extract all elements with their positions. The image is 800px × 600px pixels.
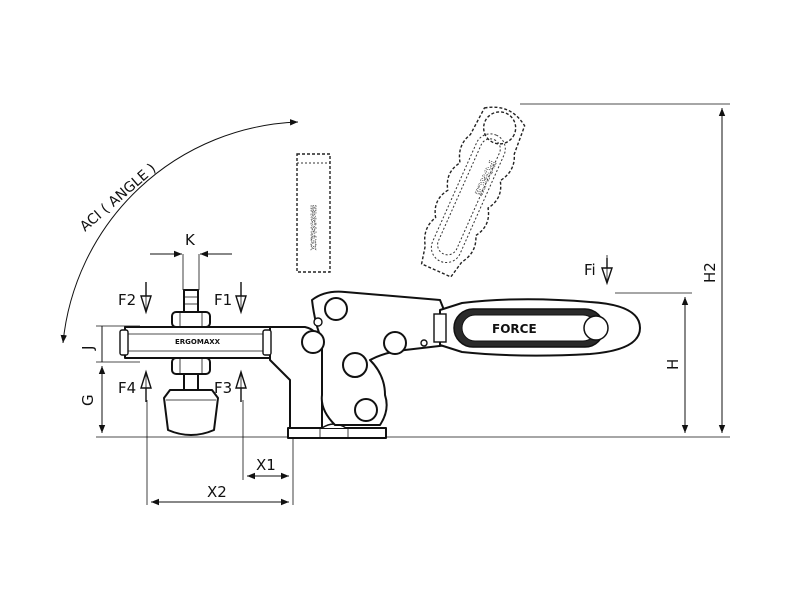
handle-collar — [433, 313, 447, 343]
arm-brand-text: ERGOMAXX — [175, 338, 221, 346]
force-arrows — [140, 255, 613, 402]
handle-end-cap — [583, 315, 609, 341]
angle-label: ACI ( ANGLE ) — [77, 161, 159, 235]
open-position-ghost: ERGOMAXX FORCE — [296, 106, 526, 278]
x1-label: X1 — [256, 456, 276, 474]
pivot-hole-3 — [342, 352, 368, 378]
x2-label: X2 — [207, 483, 227, 501]
ghost-handle: FORCE — [420, 106, 526, 278]
small-pin-2 — [313, 317, 323, 327]
g-label: G — [79, 394, 97, 406]
f3-label: F3 — [214, 379, 232, 397]
small-pin — [420, 339, 428, 347]
f1-label: F1 — [214, 291, 232, 309]
base-plate — [287, 427, 387, 439]
main-housing — [311, 290, 449, 426]
spindle-top — [183, 289, 199, 315]
spindle-top-nut — [171, 311, 211, 328]
pivot-hole-4 — [383, 331, 407, 355]
spindle-pad — [163, 389, 219, 436]
clamp-body: ERGOMAXX FORCE — [119, 289, 641, 439]
dimension-lines — [60, 103, 730, 506]
ghost-arm-text: ERGOMAXX — [309, 205, 317, 251]
pivot-hole-2 — [324, 297, 348, 321]
handle-brand-text: FORCE — [492, 322, 537, 336]
h2-label: H2 — [701, 262, 719, 283]
fi-label: Fi — [584, 261, 596, 279]
ghost-arm-outline — [296, 153, 331, 273]
j-label: J — [79, 346, 97, 351]
k-label: K — [185, 231, 196, 249]
h-label: H — [664, 359, 682, 370]
angle-arc — [60, 119, 299, 344]
spindle-bottom-nut — [171, 357, 211, 375]
pivot-hole-1 — [301, 330, 325, 354]
spindle-shaft — [183, 373, 199, 391]
f4-label: F4 — [118, 379, 136, 397]
f2-label: F2 — [118, 291, 136, 309]
pivot-hole-5 — [354, 398, 378, 422]
